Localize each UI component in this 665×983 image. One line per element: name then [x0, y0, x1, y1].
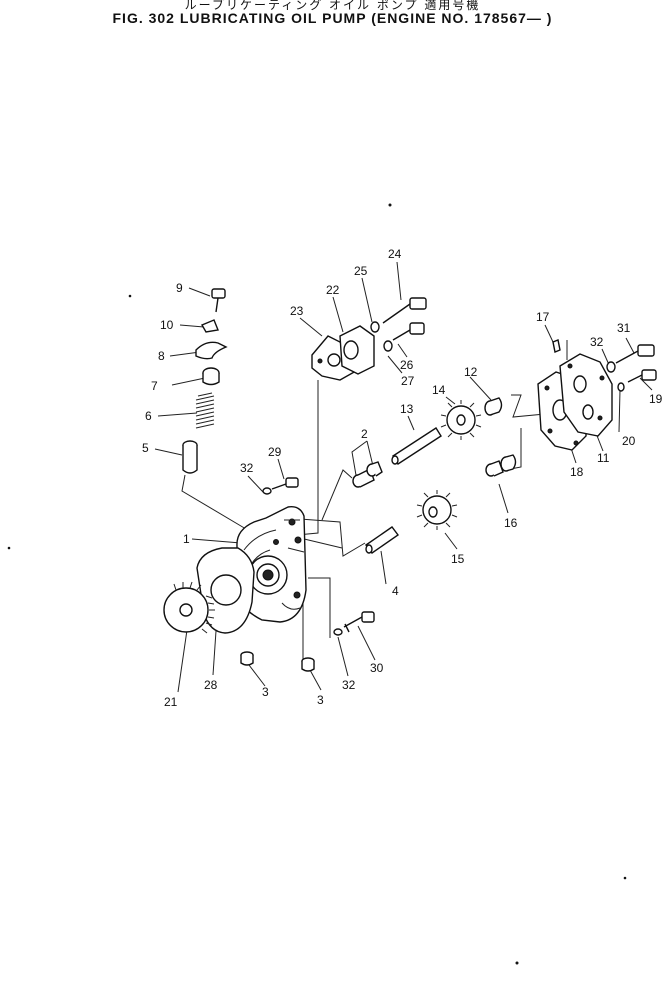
- gear-part-14: [440, 400, 482, 440]
- callout-32-lower: 32: [342, 678, 356, 692]
- callout-25: 25: [354, 264, 368, 278]
- plug-part-3-right: [301, 657, 315, 672]
- callout-14: 14: [432, 383, 446, 397]
- gear-part-15: [416, 490, 458, 530]
- bolt-part-9: [211, 288, 226, 313]
- bushings-part-16: [485, 454, 517, 477]
- pin-part-17: [552, 339, 561, 353]
- scan-specks: [7, 203, 627, 965]
- washer-part-27: [383, 340, 393, 352]
- figure-title: FIG. 302 LUBRICATING OIL PUMP (ENGINE NO…: [112, 10, 553, 26]
- bolt-part-31: [615, 344, 655, 364]
- shaft-part-13: [391, 427, 442, 465]
- callout-8: 8: [158, 349, 165, 363]
- callout-11: 11: [597, 451, 610, 465]
- callout-28: 28: [204, 678, 218, 692]
- callout-30: 30: [370, 661, 384, 675]
- callout-1: 1: [183, 532, 190, 546]
- callout-12: 12: [464, 365, 478, 379]
- callout-24: 24: [388, 247, 402, 261]
- callout-22: 22: [326, 283, 340, 297]
- gear-part-21: [163, 581, 215, 634]
- callout-21: 21: [164, 695, 178, 709]
- callout-6: 6: [145, 409, 152, 423]
- callout-32-upper: 32: [240, 461, 254, 475]
- bolt-part-29: [271, 477, 299, 490]
- japanese-title: ルーブリケーティング オイル ポンプ 適用号機: [184, 0, 481, 12]
- relief-valve-group: [182, 288, 228, 474]
- callout-18: 18: [570, 465, 584, 479]
- bushing-part-12: [484, 397, 503, 416]
- bushings-part-2: [352, 461, 383, 488]
- lock-plate-part-10: [200, 319, 219, 333]
- callout-10: 10: [160, 318, 174, 332]
- callout-3-right: 3: [317, 693, 324, 707]
- callout-2: 2: [361, 427, 368, 441]
- callout-3-left: 3: [262, 685, 269, 699]
- gasket-hole: [210, 574, 242, 606]
- leader-lines: [154, 261, 653, 693]
- callout-5: 5: [142, 441, 149, 455]
- bolt-part-26: [392, 322, 425, 341]
- bolt-part-19: [627, 369, 657, 383]
- callout-9: 9: [176, 281, 183, 295]
- washer-part-25: [370, 321, 380, 333]
- callout-29: 29: [268, 445, 282, 459]
- bolt-part-24: [382, 297, 427, 324]
- washer-part-20: [617, 382, 625, 392]
- washer-part-32-lower: [333, 628, 343, 636]
- callout-7: 7: [151, 379, 158, 393]
- callout-17: 17: [536, 310, 550, 324]
- washer-part-32-right: [606, 361, 616, 373]
- callout-13: 13: [400, 402, 414, 416]
- callout-26: 26: [400, 358, 414, 372]
- washer-part-32-upper: [262, 487, 272, 495]
- bolt-part-30: [343, 611, 375, 633]
- spring-part-6: [195, 392, 215, 429]
- callout-16: 16: [504, 516, 518, 530]
- pump-body-part-1: [235, 506, 307, 623]
- cover-part-11: [559, 353, 613, 437]
- callout-20: 20: [622, 434, 636, 448]
- retainer-part-8: [195, 341, 228, 360]
- callout-4: 4: [392, 584, 399, 598]
- callout-27: 27: [401, 374, 415, 388]
- callout-labels: 1 2 3 3 4 5 6 7 8 9 10 11 12 13 14 15 16…: [142, 247, 663, 709]
- callout-15: 15: [451, 552, 465, 566]
- callout-31: 31: [617, 321, 631, 335]
- callout-19: 19: [649, 392, 663, 406]
- plug-part-3-left: [240, 651, 254, 666]
- callout-23: 23: [290, 304, 304, 318]
- valve-part-5: [182, 440, 198, 474]
- shaft-part-4: [365, 526, 399, 554]
- valve-cap-part-7: [202, 367, 220, 386]
- callout-32-right: 32: [590, 335, 604, 349]
